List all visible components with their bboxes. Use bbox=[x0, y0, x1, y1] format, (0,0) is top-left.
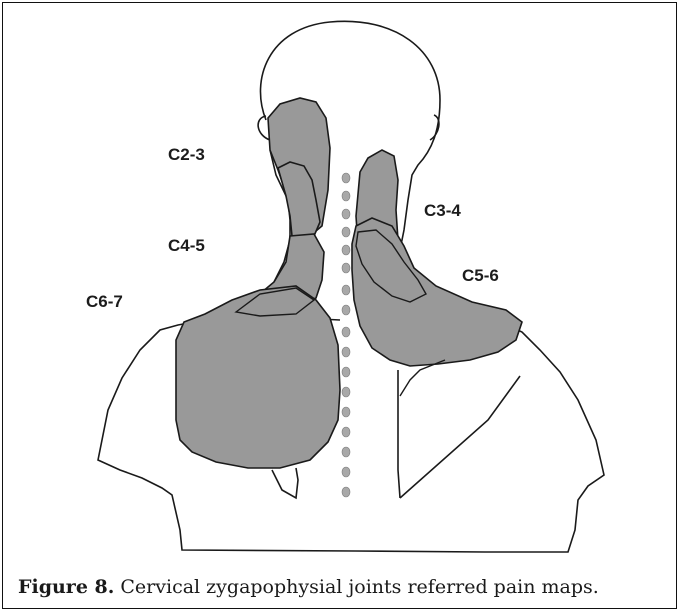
vertebra-dot bbox=[342, 407, 350, 417]
figure-caption: Figure 8. Cervical zygapophysial joints … bbox=[18, 576, 668, 598]
vertebra-dot bbox=[342, 447, 350, 457]
vertebra-dot bbox=[342, 263, 350, 273]
vertebra-dot bbox=[342, 467, 350, 477]
label-c3-4: C3-4 bbox=[424, 201, 461, 220]
pain-map-diagram: C2-3 C3-4 C4-5 C5-6 C6-7 bbox=[0, 0, 681, 575]
label-c2-3: C2-3 bbox=[168, 145, 205, 164]
torso-outline bbox=[98, 312, 604, 552]
vertebra-dot bbox=[342, 347, 350, 357]
label-c5-6: C5-6 bbox=[462, 266, 499, 285]
right-scapula-diagonal bbox=[400, 376, 520, 498]
caption-text: Cervical zygapophysial joints referred p… bbox=[114, 576, 598, 598]
label-c4-5: C4-5 bbox=[168, 236, 205, 255]
vertebra-dot bbox=[342, 327, 350, 337]
vertebra-dot bbox=[342, 173, 350, 183]
vertebra-dot bbox=[342, 387, 350, 397]
vertebra-dot bbox=[342, 191, 350, 201]
vertebra-dot bbox=[342, 305, 350, 315]
vertebra-dot bbox=[342, 367, 350, 377]
vertebra-dot bbox=[342, 427, 350, 437]
vertebra-dot bbox=[342, 245, 350, 255]
spine-dots bbox=[342, 173, 350, 497]
right-scapula-line bbox=[398, 370, 400, 498]
left-armpit-fold bbox=[272, 468, 298, 498]
vertebra-dot bbox=[342, 285, 350, 295]
caption-number: Figure 8. bbox=[18, 576, 114, 598]
label-c6-7: C6-7 bbox=[86, 292, 123, 311]
vertebra-dot bbox=[342, 209, 350, 219]
vertebra-dot bbox=[342, 227, 350, 237]
vertebra-dot bbox=[342, 487, 350, 497]
